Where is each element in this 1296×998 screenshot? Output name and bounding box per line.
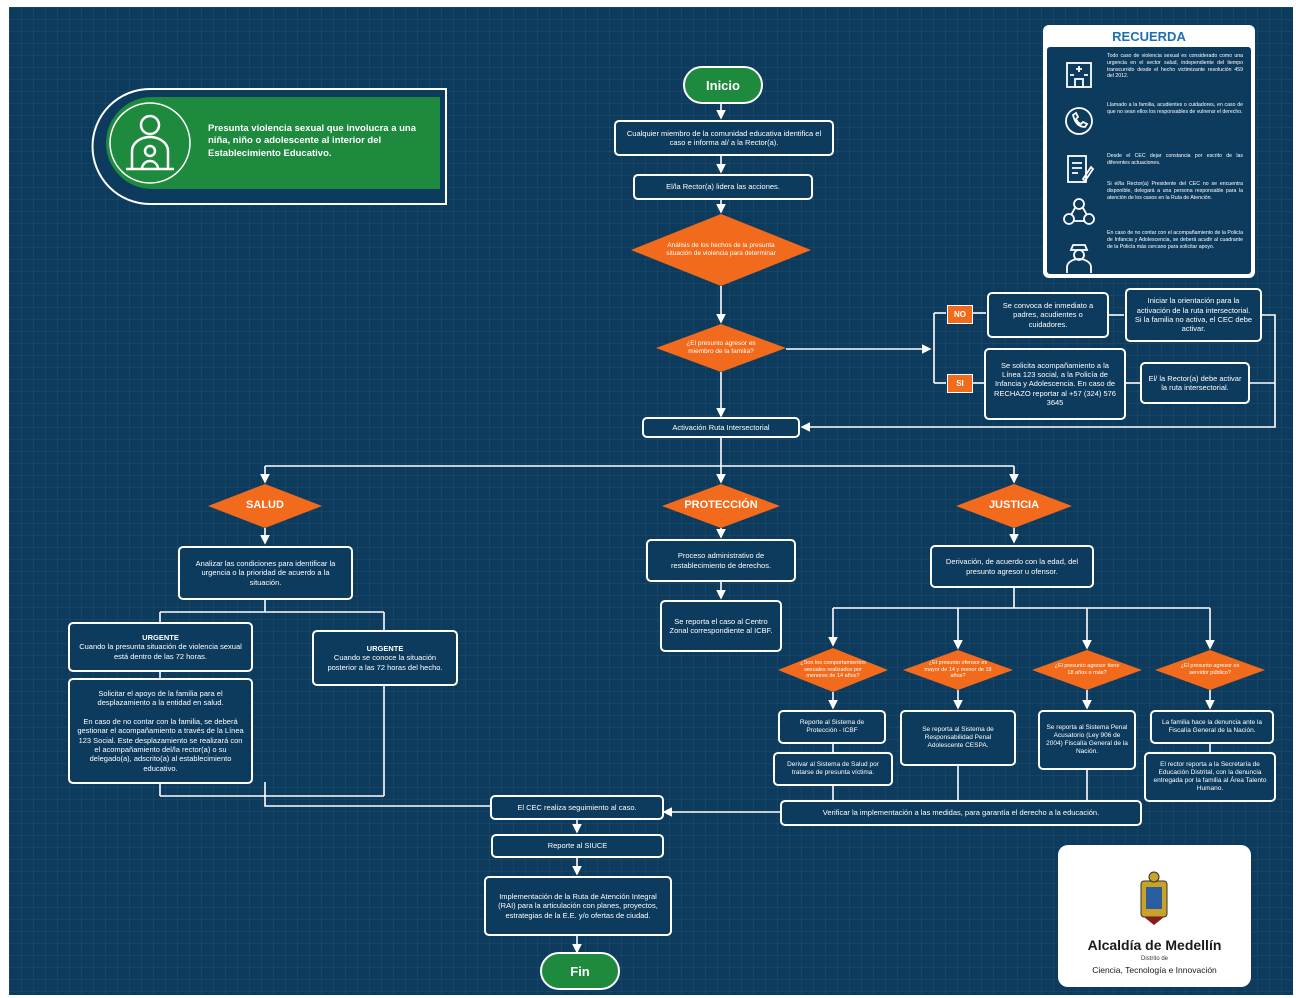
coat-of-arms-icon — [1140, 871, 1168, 925]
family-complaint-box: La familia hace la denuncia ante la Fisc… — [1150, 710, 1274, 744]
decision-under-14: ¿Son los comportamientos sexuales realiz… — [778, 648, 888, 692]
secretaria-report-box: El rector reporta a la Secretaría de Edu… — [1144, 752, 1276, 802]
document-pen-icon — [1067, 155, 1095, 183]
end-node: Fin — [540, 952, 620, 990]
justicia-diamond: JUSTICIA — [956, 484, 1072, 528]
logo-unit: Ciencia, Tecnología e Innovación — [1092, 965, 1217, 975]
ria-implementation-box: Implementación de la Ruta de Atención In… — [484, 876, 672, 936]
icbf-report-box: Se reporta el caso al Centro Zonal corre… — [660, 600, 782, 652]
recuerda-title: RECUERDA — [1112, 29, 1186, 44]
icbf-protection-box: Reporte al Sistema de Protección - ICBF — [778, 710, 886, 744]
people-network-icon — [1063, 198, 1095, 225]
decision-analysis: Análisis de los hechos de la presunta si… — [631, 214, 811, 286]
decision-18-plus: ¿El presunto agresor tiene 18 años o más… — [1032, 650, 1142, 690]
header-card: Presunta violencia sexual que involucra … — [90, 85, 450, 208]
recuerda-item: Desde el CEC dejar constancia por escrit… — [1107, 153, 1243, 166]
activacion-ruta-box: Activación Ruta Intersectorial — [642, 417, 800, 438]
proteccion-diamond: PROTECCIÓN — [662, 484, 780, 528]
logo-sub: Distrito de — [1140, 956, 1168, 962]
si-tag: SI — [947, 374, 973, 393]
police-officer-icon — [1066, 244, 1092, 273]
rector-activate-box: El/ la Rector(a) debe activar la ruta in… — [1140, 362, 1250, 404]
siuce-report-box: Reporte al SIUCE — [491, 834, 664, 858]
recuerda-item: Llamado a la familia, acudientes o cuida… — [1107, 102, 1243, 115]
health-system-box: Derivar al Sistema de Salud por tratarse… — [773, 752, 893, 786]
salud-diamond: SALUD — [208, 484, 322, 528]
justicia-derivation-box: Derivación, de acuerdo con la edad, del … — [930, 545, 1094, 588]
logo-name: Alcaldía de Medellín — [1087, 937, 1222, 953]
phone-call-icon — [1065, 107, 1093, 135]
decision-public-servant: ¿El presunto agresor es servidor público… — [1155, 650, 1265, 690]
header-title: Presunta violencia sexual que involucra … — [208, 123, 417, 159]
verify-measures-box: Verificar la implementación a las medida… — [780, 800, 1142, 826]
alcaldia-logo: Alcaldía de Medellín Distrito de Ciencia… — [1058, 845, 1251, 987]
cec-followup-box: El CEC realiza seguimiento al caso. — [490, 795, 664, 820]
fiscalia-penal-box: Se reporta al Sistema Penal Acusatorio (… — [1038, 710, 1136, 770]
convene-parents-box: Se convoca de inmediato a padres, acudie… — [987, 292, 1109, 338]
recuerda-panel: RECUERDA Todo caso de violencia sexual e… — [1043, 25, 1255, 278]
child-caregiver-icon — [126, 114, 174, 171]
family-support-box: Solicitar el apoyo de la familia para el… — [68, 678, 253, 784]
no-tag: NO — [947, 305, 973, 324]
recuerda-item: En caso de no contar con el acompañamien… — [1107, 230, 1243, 250]
hospital-icon — [1066, 62, 1092, 88]
proteccion-process-box: Proceso administrativo de restablecimien… — [646, 539, 796, 582]
decision-family-aggressor: ¿El presunto agresor es miembro de la fa… — [656, 324, 786, 372]
request-support-box: Se solicita acompañamiento a la Línea 12… — [984, 348, 1126, 420]
decision-14-to-18: ¿El presunto ofensor es mayor de 14 y me… — [903, 650, 1013, 690]
step-identify: Cualquier miembro de la comunidad educat… — [614, 120, 834, 156]
recuerda-item: Todo caso de violencia sexual es conside… — [1107, 53, 1243, 80]
recuerda-item: Si el/la Rector(a) Presidente del CEC no… — [1107, 181, 1243, 201]
start-node: Inicio — [683, 66, 763, 104]
orientation-route-box: Iniciar la orientación para la activació… — [1125, 288, 1262, 342]
cespa-box: Se reporta al Sistema de Responsabilidad… — [900, 710, 1016, 766]
salud-analyze-box: Analizar las condiciones para identifica… — [178, 546, 353, 600]
step-rector-leads: El/la Rector(a) lidera las acciones. — [633, 174, 813, 200]
